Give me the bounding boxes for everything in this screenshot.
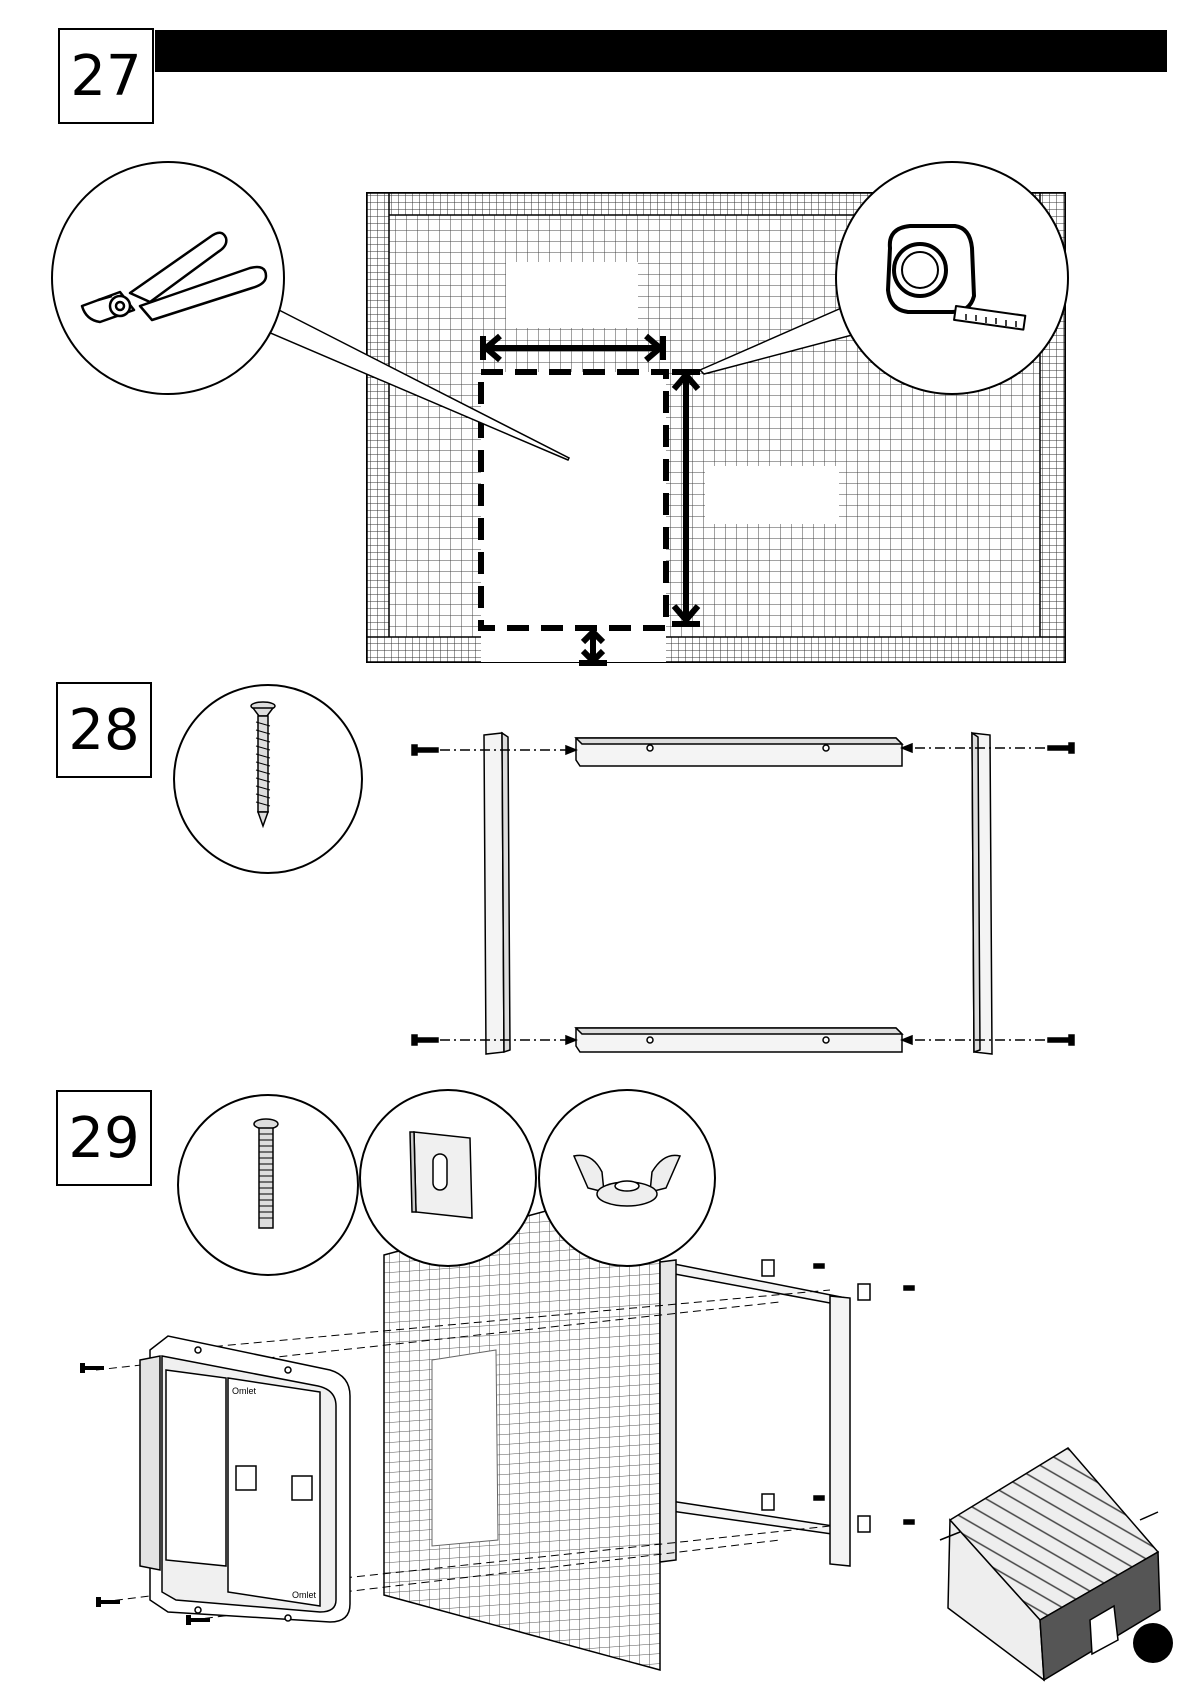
wing-nut-magnifier (539, 1090, 715, 1266)
door-brand-top: Omlet (232, 1386, 257, 1396)
door-unit: Omlet Omlet (140, 1336, 350, 1622)
back-frame (660, 1260, 914, 1566)
bolt-icon (178, 1095, 358, 1275)
page-marker-dot (1133, 1623, 1173, 1663)
coop-thumbnail (940, 1448, 1160, 1680)
door-brand-bottom: Omlet (292, 1590, 317, 1600)
bracket-plate-magnifier (360, 1090, 536, 1266)
